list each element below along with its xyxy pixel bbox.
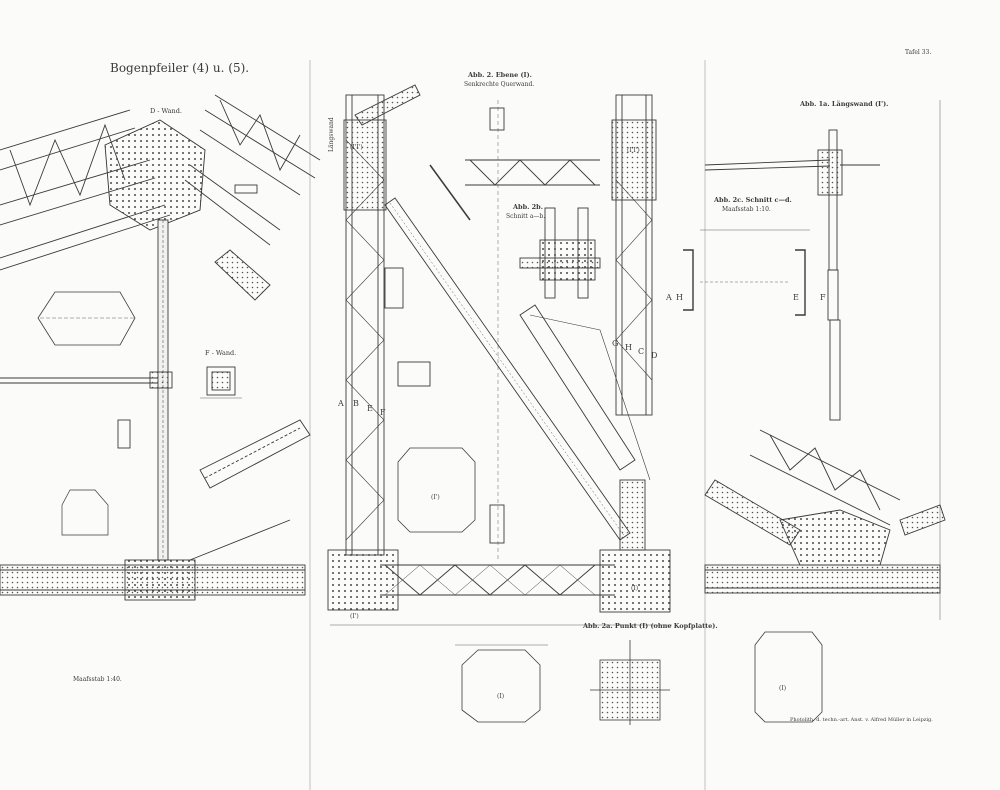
node-mark-top-right: (I'I') (627, 147, 640, 154)
abb2b-caption: Abb. 2b. (513, 203, 543, 211)
d-wall-label: D - Wand. (150, 107, 182, 115)
inclined-truss-bottom-right (704, 429, 946, 566)
scale-note: Maafsstab 1:40. (73, 676, 122, 683)
section-letter-g: G (612, 339, 619, 348)
section-letter-h: H (625, 343, 632, 352)
node-mark-bottom-left: (I') (350, 613, 359, 620)
section-letter-b: B (353, 399, 359, 408)
node-mark-top-left: (I'I') (350, 144, 363, 151)
abb2c-subcaption: Maafsstab 1:10. (722, 206, 771, 213)
inclined-truss-right (184, 94, 321, 246)
abb2b-subcaption: Schnitt a—b. (506, 213, 546, 220)
f-wall-section (200, 366, 242, 399)
pier-elevation-left (0, 94, 321, 601)
longitudinal-wall-label: Längswand (328, 117, 335, 152)
section-letter-c: C (638, 347, 645, 356)
section-octagon-left (37, 291, 136, 346)
f-wall-label: F - Wand. (205, 349, 237, 357)
section-letter-d: D (651, 351, 658, 360)
section-letter-a: A (338, 399, 344, 408)
section-letter-a-right: A (666, 293, 672, 302)
node-mark-plate-b: (I) (779, 685, 787, 692)
section-letter-f-right: F (820, 293, 826, 302)
section-letter-e-right: E (793, 293, 799, 302)
column-right (615, 94, 653, 416)
base-beam-right (704, 564, 941, 594)
node-details-bottom (455, 631, 823, 725)
node-mark-center: (I') (431, 494, 440, 501)
section-letter-h-right: H (676, 293, 683, 302)
section-a-b (519, 207, 601, 299)
section-octagon-center (397, 447, 476, 533)
plate-number: Tafel 33. (905, 49, 932, 56)
base-node-left (327, 549, 399, 611)
base-node-right (599, 549, 671, 613)
node-mark-plate-a: (I) (497, 693, 505, 700)
head-plate-a (461, 649, 541, 723)
section-pentagon-left (61, 489, 109, 536)
abb1a-caption: Abb. 1a. Längswand (I'). (800, 100, 889, 108)
transverse-wall-frame (327, 84, 672, 626)
gusset-plate-top (104, 119, 206, 231)
printer-credit: Photolith. d. techn.-art. Anst. v. Alfre… (790, 717, 933, 723)
abb2-caption: Abb. 2. Ebene (I). (468, 71, 532, 79)
section-c-d (683, 229, 810, 316)
section-letter-f: F (380, 408, 386, 417)
plate-title: Bogenpfeiler (4) u. (5). (110, 61, 250, 75)
abb2-subcaption: Senkrechte Querwand. (464, 81, 535, 88)
node-mark-bottom-right: (I) (631, 585, 639, 592)
head-plate-b (754, 631, 823, 723)
section-letter-e: E (367, 404, 373, 413)
abb2c-caption: Abb. 2c. Schnitt c—d. (714, 196, 792, 204)
top-strut (465, 159, 600, 186)
abb2a-caption: Abb. 2a. Punkt (I) (ohne Kopfplatte). (583, 622, 718, 630)
bottom-tie (380, 564, 615, 596)
longitudinal-wall-right (683, 100, 946, 620)
